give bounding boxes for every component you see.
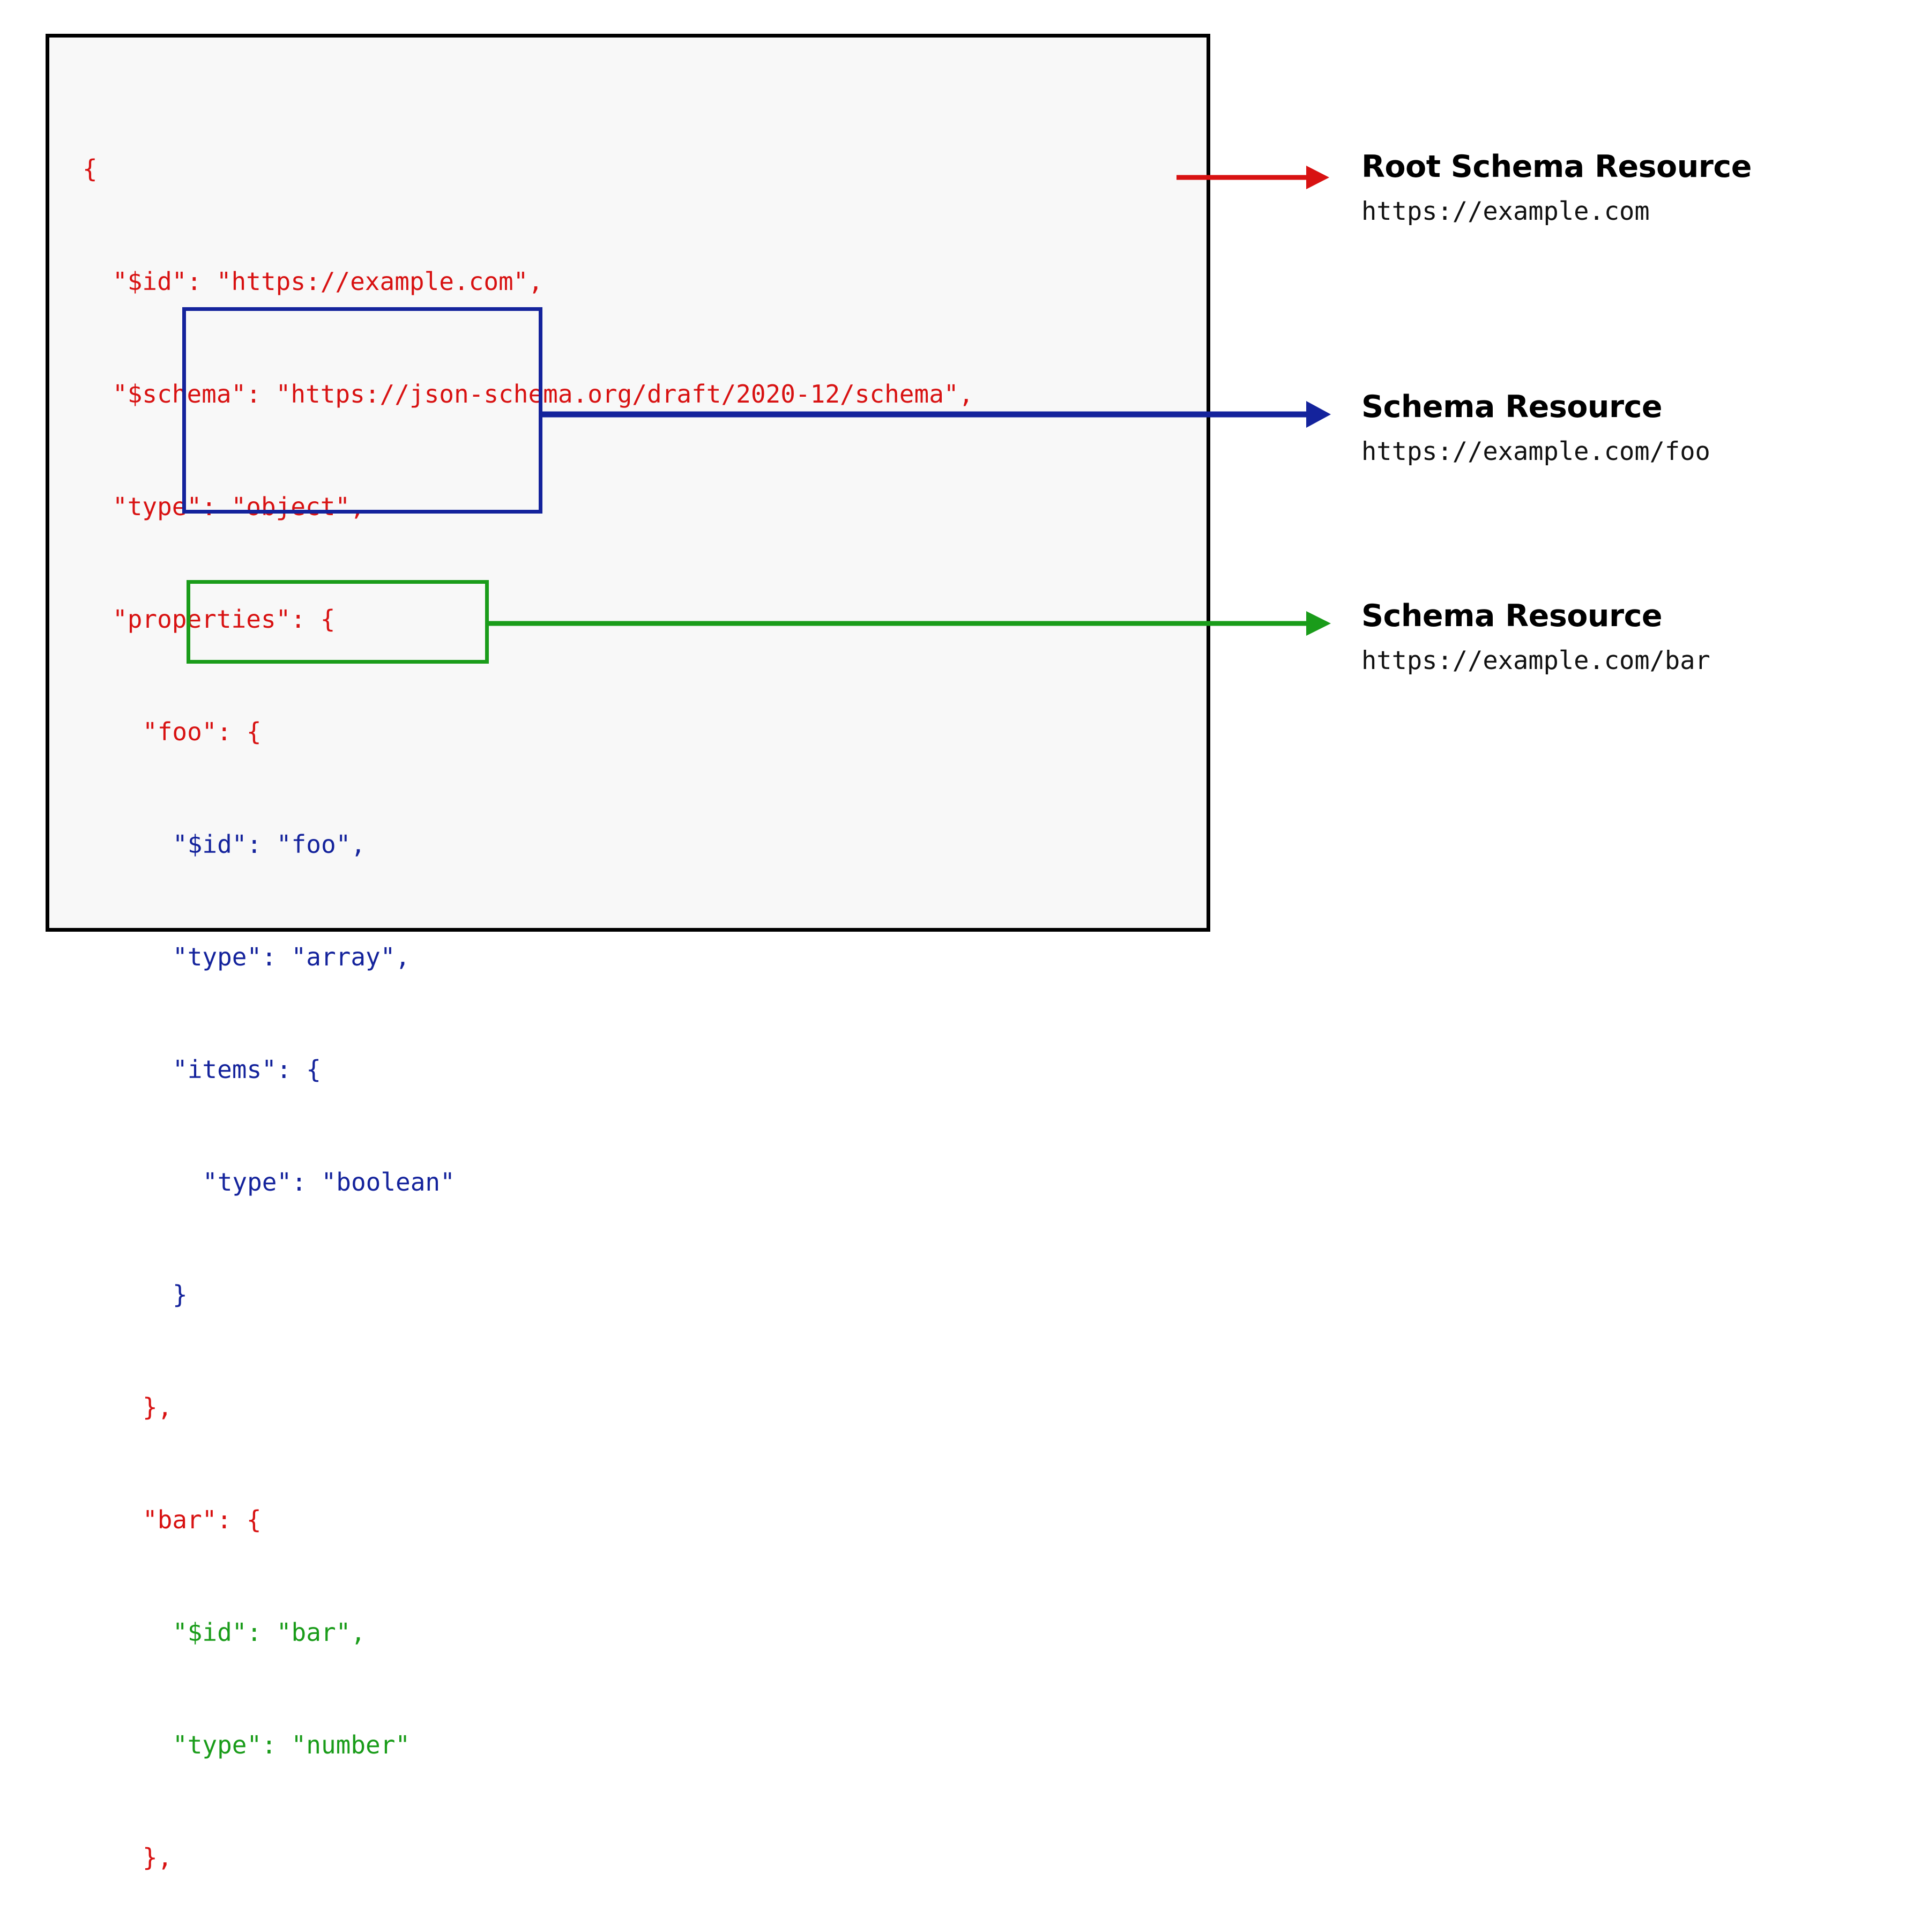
callout-title: Root Schema Resource [1361,149,1752,184]
code-line: }, [143,1393,173,1422]
json-schema-code-panel: { "$id": "https://example.com", "$schema… [46,34,1210,1872]
code-line: "foo": { [143,717,262,746]
code-line: "type": "array", [173,942,411,971]
code-line: "$id": "https://example.com", [113,267,543,296]
code-line: "$id": "foo", [173,830,366,859]
code-line: "type": "number" [173,1730,411,1759]
callout-bar-schema-resource: Schema Resource https://example.com/bar [1361,599,1710,675]
code-line: "type": "object", [113,492,365,521]
root-schema-arrow [1177,166,1329,189]
callout-uri: https://example.com [1361,196,1650,226]
code-line: { [83,154,98,183]
callout-title: Schema Resource [1361,598,1663,634]
code-line: "$schema": "https://json-schema.org/draf… [113,380,974,408]
callout-foo-schema-resource: Schema Resource https://example.com/foo [1361,390,1710,466]
code-line: "properties": { [113,605,336,634]
foo-schema-arrow [539,401,1331,428]
code-line: "bar": { [143,1505,262,1534]
code-line: }, [143,1843,173,1872]
callout-uri: https://example.com/foo [1361,436,1710,466]
callout-uri: https://example.com/bar [1361,645,1710,675]
bar-schema-arrow [485,611,1331,636]
callout-title: Schema Resource [1361,389,1663,425]
code-line: "$id": "bar", [173,1618,366,1647]
code-line: } [173,1280,188,1309]
code-line: "items": { [173,1055,321,1084]
callout-root-schema-resource: Root Schema Resource https://example.com [1361,150,1752,226]
json-code-block: { "$id": "https://example.com", "$schema… [83,75,973,1932]
code-line: "type": "boolean" [203,1168,455,1197]
